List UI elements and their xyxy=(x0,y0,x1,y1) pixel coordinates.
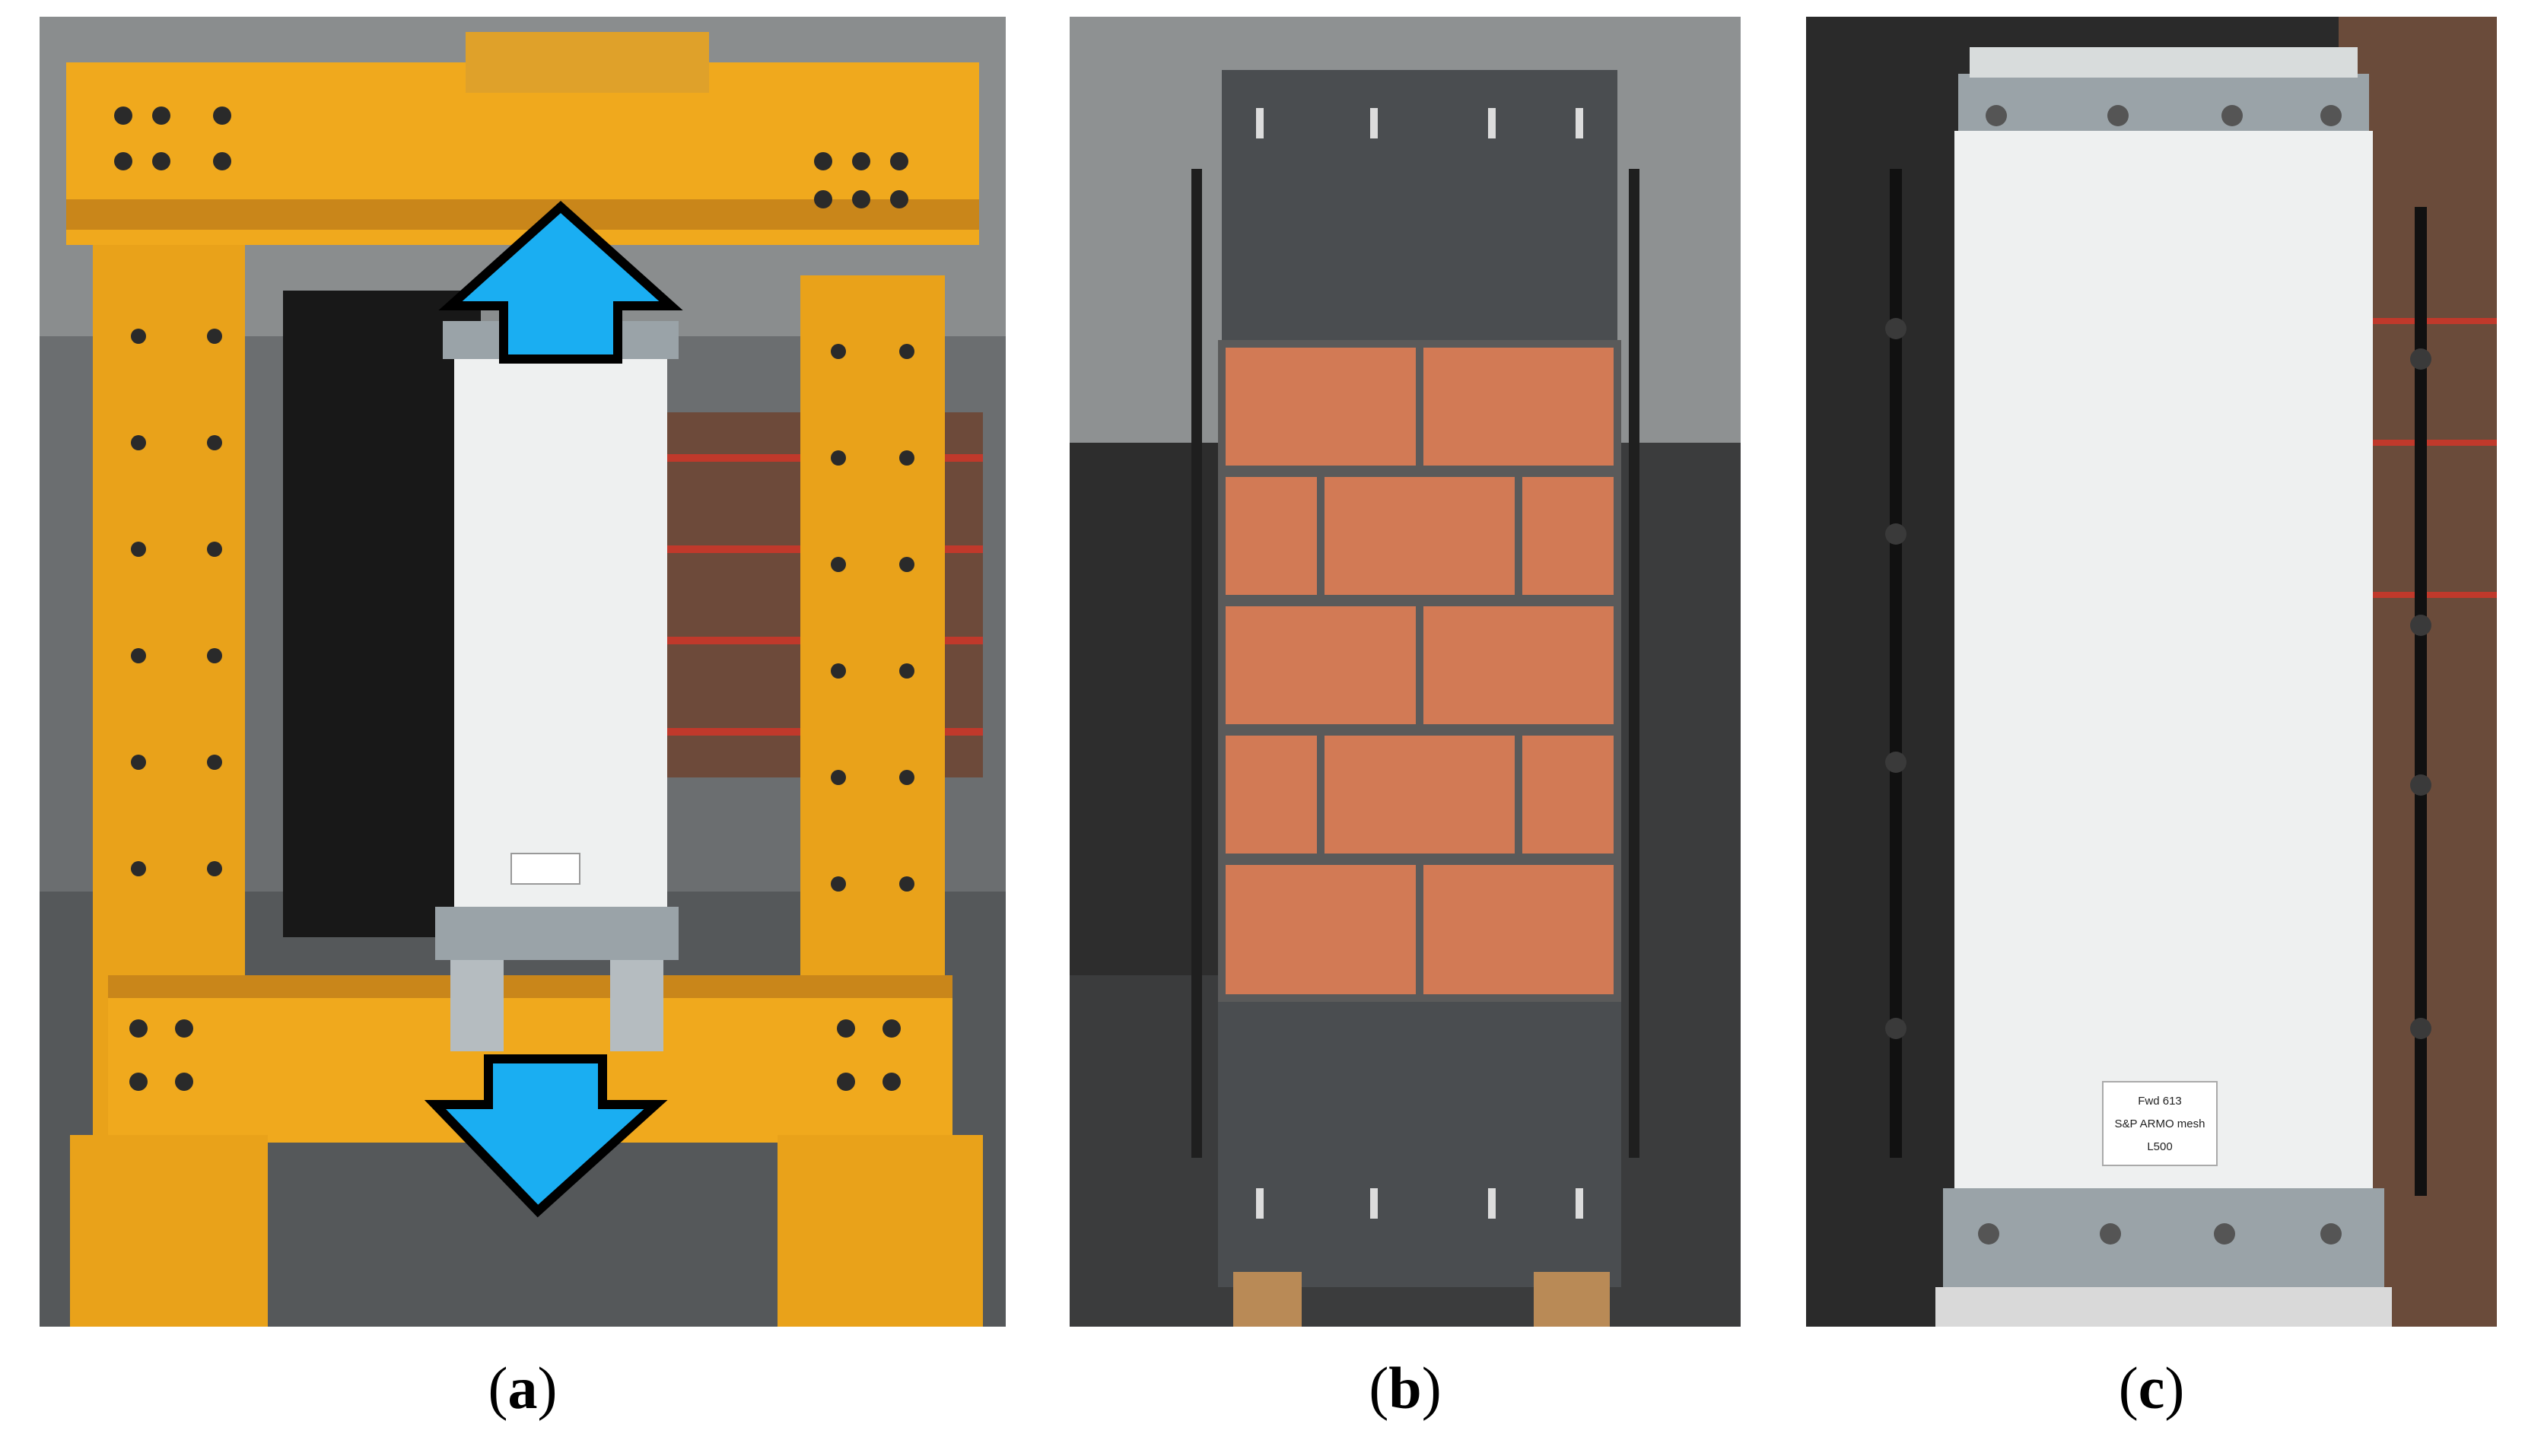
caption-close-paren: ) xyxy=(537,1355,558,1421)
specimen-label-line-1: Fwd 613 xyxy=(2138,1095,2182,1108)
caption-b: (b) xyxy=(1253,1354,1557,1423)
caption-letter: a xyxy=(507,1355,538,1421)
caption-letter: b xyxy=(1388,1355,1422,1421)
photo-panel-c: Fwd 613 S&P ARMO mesh L500 xyxy=(1806,17,2497,1327)
caption-close-paren: ) xyxy=(1421,1355,1442,1421)
caption-open-paren: ( xyxy=(2118,1355,2139,1421)
test-frame-photo xyxy=(40,17,1006,1327)
photo-panel-b xyxy=(1070,17,1741,1327)
photo-panel-a xyxy=(40,17,1006,1327)
caption-open-paren: ( xyxy=(488,1355,508,1421)
reinforced-specimen-photo: Fwd 613 S&P ARMO mesh L500 xyxy=(1806,17,2497,1327)
brick-specimen-photo xyxy=(1070,17,1741,1327)
caption-close-paren: ) xyxy=(2164,1355,2185,1421)
specimen-label-line-3: L500 xyxy=(2147,1140,2172,1153)
caption-letter: c xyxy=(2138,1355,2165,1421)
specimen-label-line-2: S&P ARMO mesh xyxy=(2115,1117,2205,1130)
caption-c: (c) xyxy=(1999,1354,2304,1423)
arrow-up-icon xyxy=(438,200,683,364)
arrow-down-icon xyxy=(424,1054,668,1218)
caption-open-paren: ( xyxy=(1369,1355,1389,1421)
caption-a: (a) xyxy=(370,1354,675,1423)
